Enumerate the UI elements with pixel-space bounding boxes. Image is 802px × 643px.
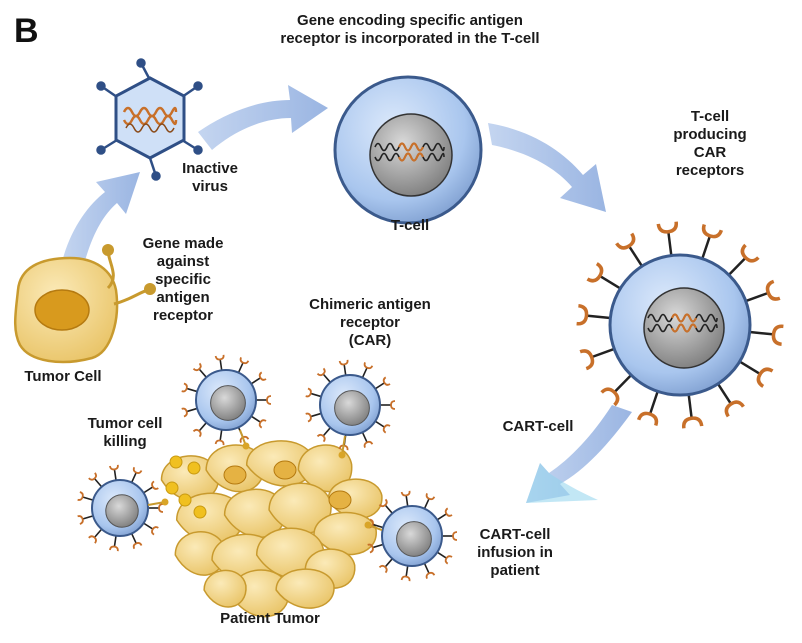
car-receptor: [636, 390, 659, 427]
small-car-t-cell: [181, 354, 272, 446]
cell-contact-dot: [242, 442, 250, 450]
cell-contact-dot: [364, 521, 372, 529]
car-receptor: [656, 221, 679, 256]
tumor-nucleus: [328, 490, 352, 510]
tumor-fragment: [178, 493, 192, 507]
car-receptor: [579, 347, 615, 371]
car-receptor: [716, 383, 745, 418]
patient-tumor-label: Patient Tumor: [220, 610, 320, 627]
car-receptor: [615, 232, 644, 267]
car-receptor: [600, 374, 633, 407]
arrow-virus-to-tcell: [198, 85, 328, 150]
small-car-t-cell: [367, 490, 458, 582]
car-receptor: [701, 223, 724, 260]
tumor-fragment: [187, 461, 201, 475]
t-cell-producing-label: T-cell producing CAR receptors: [673, 108, 747, 179]
tumor-cell-label: Tumor Cell: [24, 368, 102, 385]
small-car-t-cell: [305, 359, 396, 451]
car-receptor: [739, 360, 774, 388]
arrow-tcell-to-car: [488, 123, 606, 212]
tumor-cell-blob: [203, 569, 247, 608]
inactive-virus-label: Inactive virus: [182, 160, 238, 195]
arrow-car-to-infusion: [526, 405, 632, 503]
tumor-cell: [14, 244, 156, 364]
tumor-fragment: [169, 455, 183, 469]
gene-made-label: Gene made against specific antigen recep…: [142, 235, 224, 324]
car-receptors: [576, 221, 784, 429]
car-receptor: [749, 324, 784, 346]
tumor-nucleus: [273, 460, 297, 480]
car-receptor: [576, 304, 611, 326]
panel-letter: B: [14, 12, 39, 50]
inactive-virus: [96, 58, 203, 181]
cart-infusion-label: CART-cell infusion in patient: [477, 526, 553, 579]
t-cell-large: [333, 75, 483, 225]
car-t-cell-large: [576, 221, 784, 429]
car-receptor: [745, 279, 781, 303]
tumor-cell-blob: [275, 568, 335, 609]
car-receptor: [727, 243, 760, 276]
cell-contact-dot: [338, 451, 346, 459]
small-car-t-cells: [77, 354, 458, 582]
cell-contact-dot: [161, 498, 169, 506]
tumor-fragment: [193, 505, 207, 519]
tumor-nucleus: [223, 465, 247, 485]
tumor-cell-killing-label: Tumor cell killing: [87, 415, 163, 450]
car-receptor: [681, 394, 704, 429]
patient-tumor: [160, 440, 383, 618]
t-cell-label: T-cell: [390, 217, 430, 234]
car-receptor: [586, 262, 621, 290]
small-car-t-cell: [77, 464, 164, 552]
arrow-tumor-to-virus: [62, 172, 140, 264]
gene-encoding-label: Gene encoding specific antigen receptor …: [280, 12, 540, 47]
tumor-fragment: [165, 481, 179, 495]
cart-cell-label: CART-cell: [502, 418, 574, 435]
chimeric-antigen-receptor-label: Chimeric antigen receptor (CAR): [309, 296, 431, 349]
